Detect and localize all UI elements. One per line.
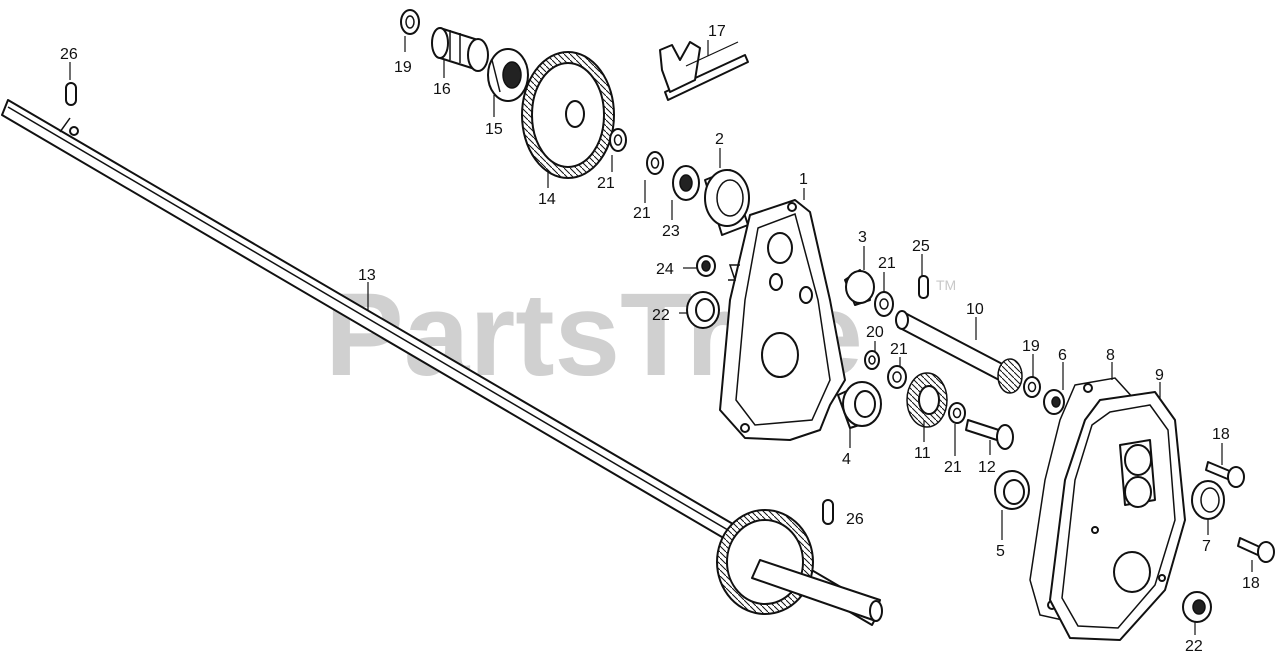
callout-10: 10 <box>966 301 984 318</box>
callout-21-c: 21 <box>878 255 896 272</box>
callout-13: 13 <box>358 267 376 284</box>
bushing-6 <box>1043 389 1065 415</box>
callout-14: 14 <box>538 191 556 208</box>
callout-15: 15 <box>485 121 503 138</box>
clutch-dog <box>487 48 529 102</box>
callout-22-left: 22 <box>652 307 670 324</box>
small-gear-11 <box>906 372 948 428</box>
roll-pin-upper <box>65 82 77 106</box>
callout-1: 1 <box>799 171 808 188</box>
oil-seal-22-right <box>1182 591 1212 623</box>
washer-21-a <box>609 128 627 152</box>
oil-seal-7 <box>1191 480 1225 520</box>
callout-5: 5 <box>996 543 1005 560</box>
callout-18-lower: 18 <box>1242 575 1260 592</box>
pin-25 <box>918 275 929 299</box>
washer-21-b <box>646 151 664 175</box>
washer-19-right <box>1023 376 1041 398</box>
callout-26-lower: 26 <box>846 511 864 528</box>
large-drive-gear <box>521 51 615 179</box>
bearing-23 <box>672 165 700 201</box>
callout-21-a: 21 <box>597 175 615 192</box>
washer-21-e <box>948 402 966 424</box>
callout-17: 17 <box>708 23 726 40</box>
bolt-18-upper <box>1205 461 1245 488</box>
callout-22-right: 22 <box>1185 638 1203 655</box>
hub-4 <box>837 381 882 429</box>
callout-25: 25 <box>912 238 930 255</box>
axle-sprocket <box>716 509 883 622</box>
callout-labels: 26 19 16 15 14 21 21 23 2 17 1 24 22 3 2… <box>60 23 1260 655</box>
watermark-trademark: TM <box>936 277 956 293</box>
washer-20 <box>864 350 880 370</box>
callout-6: 6 <box>1058 347 1067 364</box>
shoulder-bolt-12 <box>965 419 1014 450</box>
callout-26-upper: 26 <box>60 46 78 63</box>
callout-20: 20 <box>866 324 884 341</box>
callout-18-upper: 18 <box>1212 426 1230 443</box>
bushing-2 <box>704 169 750 236</box>
flanged-bushing-5 <box>994 470 1030 510</box>
oil-seal-22-left <box>686 291 720 329</box>
roll-pin-lower <box>822 499 834 525</box>
callout-2: 2 <box>715 131 724 148</box>
splined-collar <box>431 27 489 72</box>
callout-21-d: 21 <box>890 341 908 358</box>
callout-21-b: 21 <box>633 205 651 222</box>
callout-9: 9 <box>1155 367 1164 384</box>
pinion-shaft <box>895 310 1023 394</box>
callout-19-right: 19 <box>1022 338 1040 355</box>
washer-21-d <box>887 365 907 389</box>
callout-11: 11 <box>914 445 931 462</box>
nut-24 <box>696 255 716 277</box>
callout-8: 8 <box>1106 347 1115 364</box>
gear-cover-9 <box>1049 391 1186 641</box>
callout-7: 7 <box>1202 538 1211 555</box>
callout-24: 24 <box>656 261 674 278</box>
washer-19-top <box>400 9 420 35</box>
collar-3 <box>844 269 875 306</box>
leader-lines <box>69 36 1253 635</box>
callout-3: 3 <box>858 229 867 246</box>
callout-16: 16 <box>433 81 451 98</box>
shift-fork <box>659 41 749 101</box>
callout-12: 12 <box>978 459 996 476</box>
callout-19-upper: 19 <box>394 59 412 76</box>
callout-23: 23 <box>662 223 680 240</box>
gear-case <box>719 199 846 441</box>
callout-21-e: 21 <box>944 459 962 476</box>
callout-4: 4 <box>842 451 851 468</box>
bolt-18-lower <box>1237 537 1275 563</box>
washer-21-c <box>874 291 894 317</box>
